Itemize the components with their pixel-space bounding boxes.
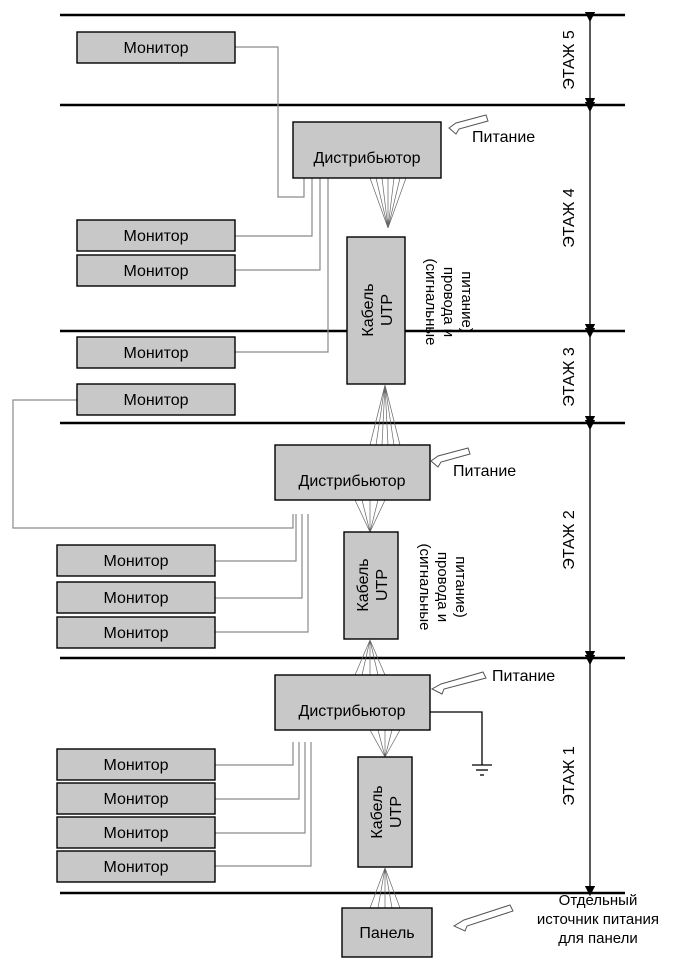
cable-label: UTP (374, 569, 391, 601)
utp-cable-box: Кабель UTP (343, 531, 399, 640)
power-arrow-icon (452, 904, 514, 932)
cable-label: Кабель (355, 558, 372, 611)
utp-cable-box: Кабель UTP (346, 236, 406, 385)
distributor-label: Дистрибьютор (298, 473, 405, 490)
utp-cable-box: Кабель UTP (357, 756, 413, 868)
cable-label: UTP (388, 796, 405, 828)
cable-label: Кабель (360, 283, 377, 336)
power-arrow-icon (448, 114, 489, 135)
monitor-box: Монитор (56, 544, 216, 577)
cable-label: UTP (379, 294, 396, 326)
monitor-box: Монитор (56, 616, 216, 649)
panel-power-label: для панели (558, 930, 638, 947)
monitor-label: Монитор (103, 553, 168, 570)
floor-label-5: ЭТАЖ 5 (561, 30, 578, 90)
distributor-box: Дистрибьютор (274, 444, 431, 501)
monitor-box: Монитор (76, 254, 236, 287)
monitor-box: Монитор (76, 336, 236, 369)
power-arrow-icon (430, 671, 487, 695)
monitor-label: Монитор (103, 757, 168, 774)
cable-note-line: провода и (434, 552, 451, 622)
floor-label-3: ЭТАЖ 3 (561, 347, 578, 407)
distributor-label: Дистрибьютор (298, 703, 405, 720)
power-label: Питание (492, 668, 555, 685)
distributor-box: Дистрибьютор (292, 121, 442, 179)
cable-note-line: питание) (458, 271, 475, 333)
panel-box: Панель (341, 907, 433, 958)
monitor-label: Монитор (103, 590, 168, 607)
monitor-box: Монитор (56, 816, 216, 849)
distributor-label: Дистрибьютор (313, 150, 420, 167)
monitor-box: Монитор (76, 219, 236, 252)
monitor-label: Монитор (123, 345, 188, 362)
monitor-box: Монитор (56, 748, 216, 781)
panel-label: Панель (359, 925, 414, 942)
monitor-label: Монитор (103, 859, 168, 876)
power-arrow-icon (430, 447, 471, 468)
power-label: Питание (453, 463, 516, 480)
floor-label-1: ЭТАЖ 1 (561, 746, 578, 806)
monitor-label: Монитор (123, 228, 188, 245)
monitor-box: Монитор (76, 383, 236, 416)
floor-label-4: ЭТАЖ 4 (561, 188, 578, 248)
floor-label-2: ЭТАЖ 2 (561, 510, 578, 570)
monitor-wiring (12, 46, 492, 867)
power-label: Питание (472, 129, 535, 146)
monitor-label: Монитор (123, 263, 188, 280)
cable-note: (сигнальные провода и питание) (422, 259, 475, 346)
monitor-label: Монитор (103, 825, 168, 842)
monitor-box: Монитор (56, 850, 216, 883)
panel-power-label: источник питания (537, 911, 659, 928)
cable-note-line: (сигнальные (422, 259, 439, 346)
cable-note-line: (сигнальные (416, 544, 433, 631)
cable-fans (354, 177, 407, 909)
monitor-box: Монитор (56, 581, 216, 614)
cable-note: (сигнальные провода и питание) (416, 544, 469, 631)
monitor-label: Монитор (103, 625, 168, 642)
distributor-box: Дистрибьютор (274, 674, 431, 731)
cable-label: Кабель (369, 785, 386, 838)
panel-power-label: Отдельный (559, 892, 638, 909)
cable-note-line: провода и (440, 267, 457, 337)
monitor-label: Монитор (123, 40, 188, 57)
monitor-box: Монитор (76, 31, 236, 64)
monitor-label: Монитор (123, 392, 188, 409)
monitor-box: Монитор (56, 782, 216, 815)
monitor-label: Монитор (103, 791, 168, 808)
cable-note-line: питание) (452, 556, 469, 618)
